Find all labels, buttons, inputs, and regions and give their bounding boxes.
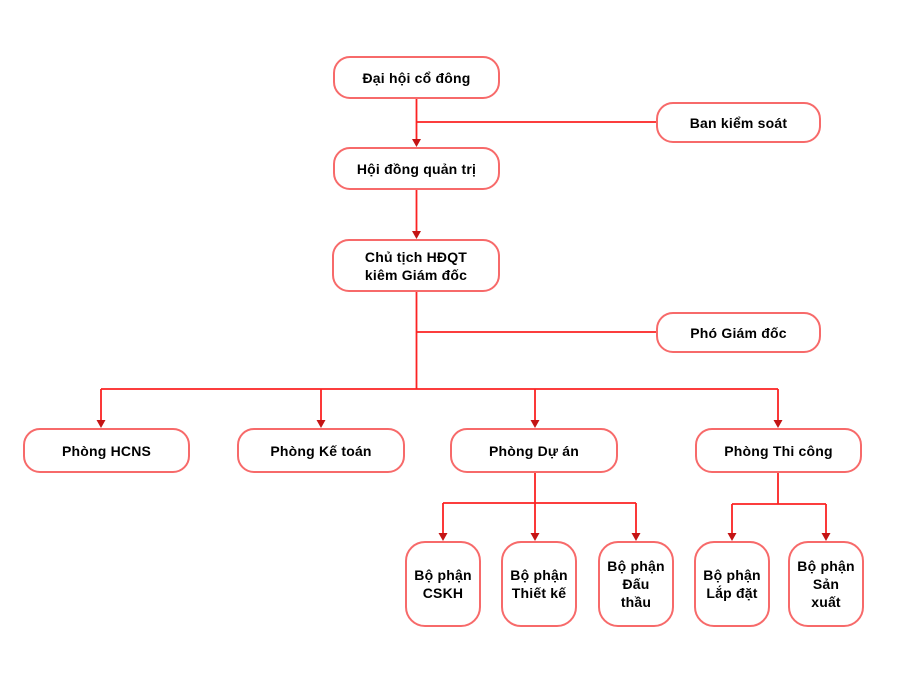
node-label: Phòng Kế toán bbox=[270, 442, 372, 459]
node-phong-ke-toan: Phòng Kế toán bbox=[237, 428, 405, 473]
node-dai-hoi-co-dong: Đại hội cổ đông bbox=[333, 56, 500, 99]
node-ban-kiem-soat: Ban kiểm soát bbox=[656, 102, 821, 143]
node-chu-tich-hdqt-kiem-giam-doc: Chủ tịch HĐQT kiêm Giám đốc bbox=[332, 239, 500, 292]
node-label: Phó Giám đốc bbox=[690, 324, 787, 341]
node-hoi-dong-quan-tri: Hội đồng quản trị bbox=[333, 147, 500, 190]
node-label: Đại hội cổ đông bbox=[362, 69, 471, 86]
node-label: Chủ tịch HĐQT kiêm Giám đốc bbox=[364, 248, 468, 283]
node-bo-phan-thiet-ke: Bộ phận Thiết kế bbox=[501, 541, 577, 627]
node-label: Ban kiểm soát bbox=[689, 114, 788, 131]
node-label: Hội đồng quản trị bbox=[356, 160, 477, 177]
node-label: Phòng Dự án bbox=[488, 442, 580, 459]
node-bo-phan-lap-dat: Bộ phận Lắp đặt bbox=[694, 541, 770, 627]
node-pho-giam-doc: Phó Giám đốc bbox=[656, 312, 821, 353]
node-label: Phòng HCNS bbox=[61, 442, 152, 459]
node-label: Bộ phận Lắp đặt bbox=[703, 567, 761, 601]
node-label: Phòng Thi công bbox=[724, 442, 833, 459]
node-label: Bộ phận Đấu thầu bbox=[607, 558, 665, 610]
node-bo-phan-san-xuat: Bộ phận Sản xuất bbox=[788, 541, 864, 627]
node-phong-hcns: Phòng HCNS bbox=[23, 428, 190, 473]
node-bo-phan-dau-thau: Bộ phận Đấu thầu bbox=[598, 541, 674, 627]
node-label: Bộ phận CSKH bbox=[414, 567, 472, 601]
node-label: Bộ phận Sản xuất bbox=[797, 558, 855, 610]
node-phong-du-an: Phòng Dự án bbox=[450, 428, 618, 473]
node-phong-thi-cong: Phòng Thi công bbox=[695, 428, 862, 473]
node-label: Bộ phận Thiết kế bbox=[510, 567, 568, 601]
node-bo-phan-cskh: Bộ phận CSKH bbox=[405, 541, 481, 627]
